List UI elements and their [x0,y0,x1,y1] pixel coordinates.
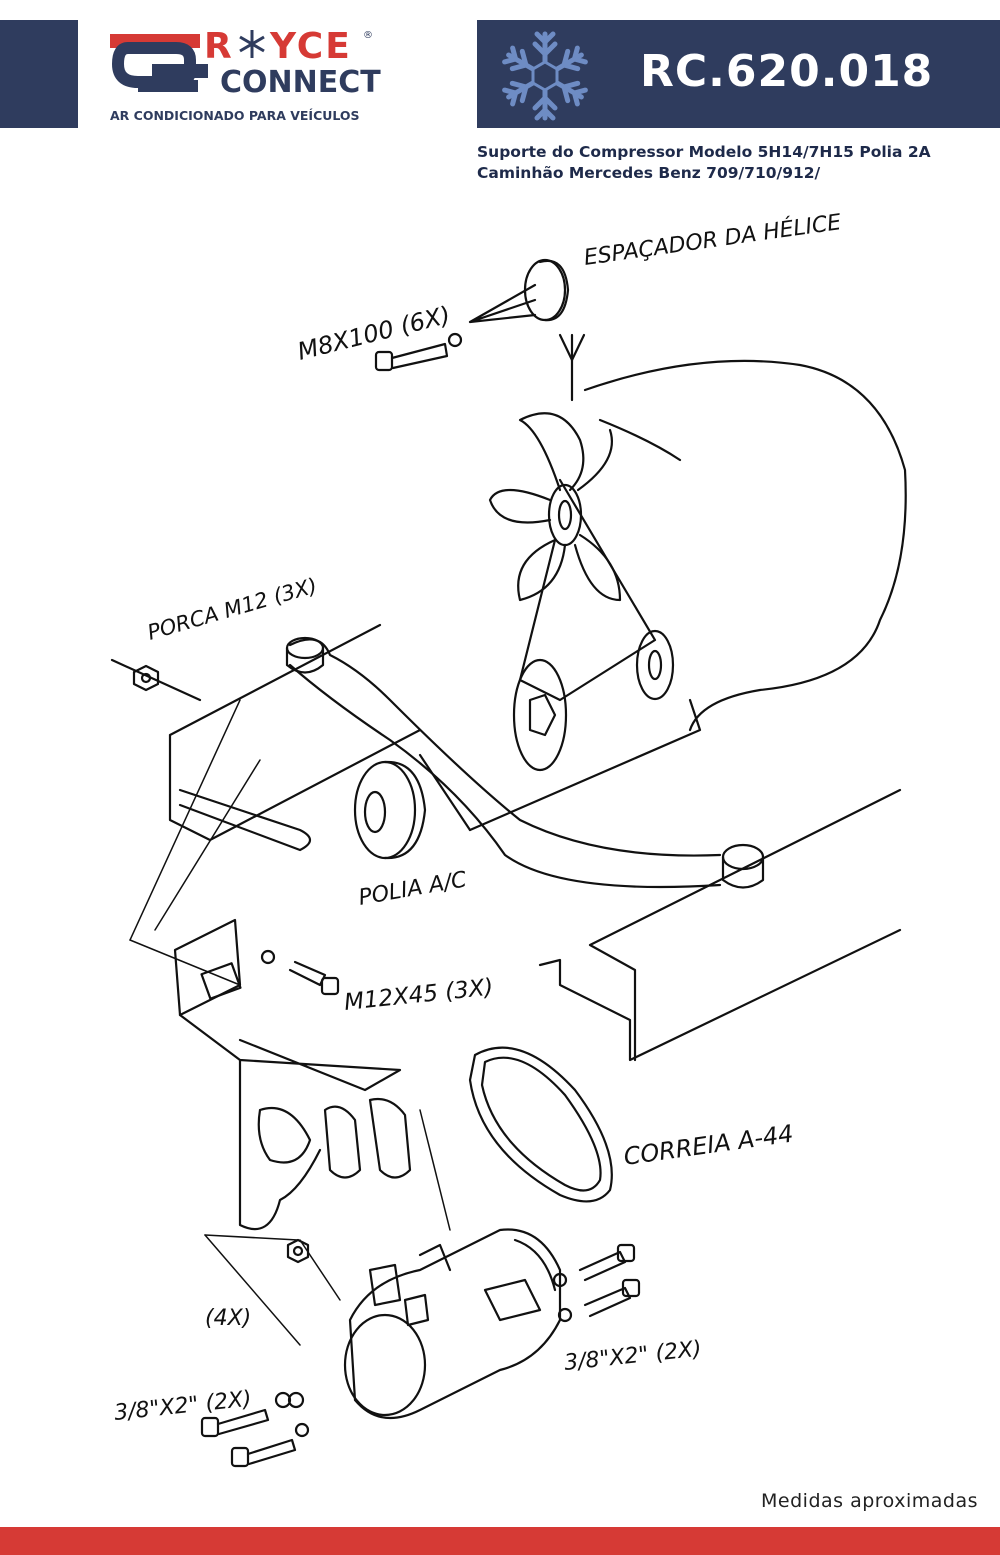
snowflake-icon [495,31,595,126]
diagram-labels: ESPAÇADOR DA HÉLICE M8X100 (6X) PORCA M1… [113,209,843,1426]
label-porca: PORCA M12 (3X) [145,573,320,644]
label-bolt-m12: M12X45 (3X) [343,974,495,1016]
compressor-bracket [173,918,412,1231]
svg-text:®: ® [363,30,373,41]
bolts-38-left [200,1391,310,1468]
label-correia: CORREIA A-44 [622,1119,795,1171]
svg-text:YCE: YCE [269,26,352,67]
header-left-block [0,20,78,128]
footer-red-bar [0,1527,1000,1555]
spacer-part [468,258,586,402]
leader-lines [129,699,451,1346]
label-polia: POLIA A/C [357,867,470,911]
bracket-nut [286,1238,310,1264]
bolt-m12 [260,949,340,996]
logo-emblem [110,34,208,92]
compressor [343,1228,562,1420]
engine-block [418,359,907,832]
logo-snowflake-icon [239,30,265,58]
svg-text:AR CONDICIONADO PARA VEÍCULOS: AR CONDICIONADO PARA VEÍCULOS [110,108,360,123]
exploded-assembly-diagram: ESPAÇADOR DA HÉLICE M8X100 (6X) PORCA M1… [110,209,907,1468]
nut-m12 [110,658,202,702]
bracket-arm [285,636,765,889]
header-code-box [477,20,1000,128]
svg-text:CONNECT: CONNECT [220,65,381,100]
engine-belt [512,478,675,772]
bolts-38-right [552,1243,641,1323]
svg-text:R: R [204,26,234,67]
product-code: RC.620.018 [640,46,934,97]
logo-text: R YCE ® CONNECT AR CONDICIONADO PARA VEÍ… [110,26,381,123]
label-count-4x: (4X) [205,1306,251,1331]
fan-assembly [488,412,622,602]
bolt-m8 [374,332,463,372]
royce-connect-logo: R YCE ® CONNECT AR CONDICIONADO PARA VEÍ… [110,26,381,123]
pulley-ac [353,760,427,860]
label-bolt-38-right: 3/8"X2" (2X) [563,1337,703,1376]
label-bolt-m8: M8X100 (6X) [295,301,453,366]
label-espacador: ESPAÇADOR DA HÉLICE [582,209,843,271]
product-description: Suporte do Compressor Modelo 5H14/7H15 P… [477,143,931,182]
footer-note: Medidas aproximadas [761,1490,978,1512]
chassis-beam [168,623,902,1062]
belt-a44 [468,1046,613,1203]
